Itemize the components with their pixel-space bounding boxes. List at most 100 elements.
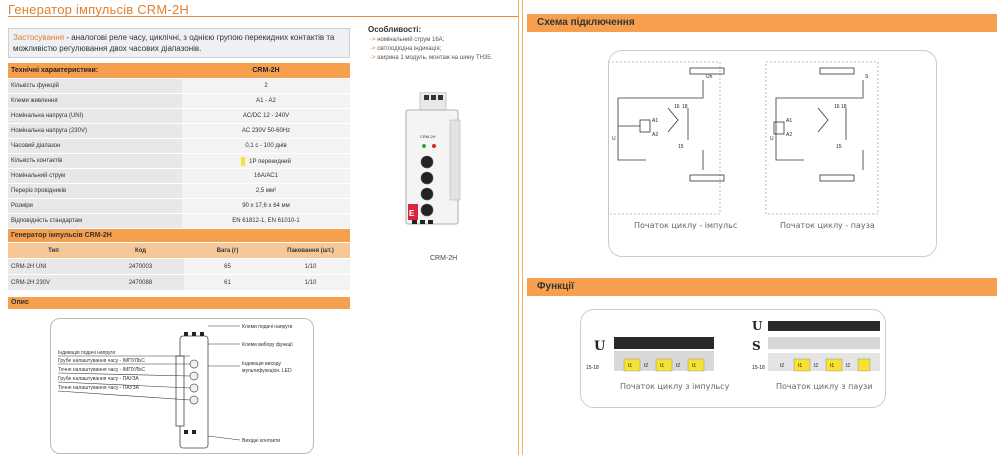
cell: 2470003 — [97, 258, 184, 275]
spec-value: EN 61812-1, EN 61010-1 — [182, 213, 350, 229]
t1-label: t1 — [830, 363, 834, 369]
opis-left-label: Точне налаштування часу - ІМПУЛЬС — [58, 367, 145, 373]
col-weight: Вага (г) — [184, 243, 271, 259]
feature-text: світлодіодна індикація; — [377, 46, 442, 52]
arrow-icon: -> — [370, 55, 376, 61]
term-a2-right: A2 — [786, 132, 792, 138]
term-a1-right: A1 — [786, 118, 792, 124]
title-divider — [8, 16, 518, 17]
specs-header-label: Технічні характеристики: — [8, 63, 182, 79]
opis-header: Опис — [8, 297, 350, 309]
func-right-u: U — [752, 319, 763, 333]
axis-label-left: 15-18 — [586, 365, 599, 371]
schema-section: Схема підключення — [527, 14, 997, 32]
feature-item: -> номінальний струм 16А; — [370, 37, 444, 43]
col-type: Тип — [8, 243, 97, 259]
opis-left-label: Індикація подачі напруги — [58, 350, 115, 356]
wiring-diagram: U A1 A2 16 18 15 Un U A1 A2 16 18 15 S П… — [608, 61, 879, 230]
opis-right-label: Вихідні контакти — [242, 438, 280, 444]
col-code: Код — [97, 243, 184, 259]
term-15: 15 — [678, 144, 684, 150]
application-label: Застосування — [13, 33, 65, 42]
schema-header: Схема підключення — [527, 14, 997, 32]
cell: CRM-2H UNI — [8, 258, 97, 275]
generator-header-row: Тип Код Вага (г) Паковання (шт.) — [8, 243, 350, 259]
functions-header: Функції — [527, 278, 997, 296]
opis-right-label: Клеми вибору функції — [242, 342, 293, 348]
spec-key: Відповідність стандартам — [8, 213, 182, 229]
brand-logo: E — [409, 209, 415, 218]
term-15-right: 15 — [836, 144, 842, 150]
func-caption-right: Початок циклу з паузи — [776, 382, 872, 391]
spec-value-text: 1Р перекидний — [249, 158, 291, 165]
term-16: 16 — [674, 104, 680, 110]
device-label: CRM-2H — [430, 255, 458, 262]
t2-label: t2 — [814, 363, 818, 369]
t2-label: t2 — [644, 363, 648, 369]
opis-left-label: Грубе налаштування часу - ІМПУЛЬС — [58, 358, 145, 364]
opis-right-label: Клеми подачі напруги — [242, 324, 293, 330]
feature-item: -> світлодіодна індикація; — [370, 46, 441, 52]
col-pack: Паковання (шт.) — [271, 243, 350, 259]
t2-label: t2 — [676, 363, 680, 369]
table-row: Номінальна напруга (UNI)AC/DC 12 - 240V — [8, 108, 350, 124]
generator-header: Генератор імпульсів CRM-2H — [8, 229, 350, 242]
term-s: S — [865, 74, 869, 80]
device-image: E CRM-2H — [405, 92, 461, 225]
opis-right-label: мультифункціон. LED — [242, 368, 292, 374]
term-u-right: U — [770, 136, 774, 142]
term-a2: A2 — [652, 132, 658, 138]
spec-key: Розміри — [8, 198, 182, 214]
application-box: Застосування - аналогові реле часу, цикл… — [8, 28, 350, 58]
table-row: CRM-2H 230V 2470088 61 1/10 — [8, 274, 350, 291]
spec-value: 90 x 17,6 x 64 мм — [182, 198, 350, 214]
page-title: Генератор імпульсів CRM-2H — [8, 2, 189, 17]
feature-text: номінальний струм 16А; — [377, 37, 445, 43]
generator-table: Тип Код Вага (г) Паковання (шт.) CRM-2H … — [8, 243, 350, 291]
spec-key: Переріз провідників — [8, 183, 182, 199]
cell: 1/10 — [271, 274, 350, 291]
opis-left-label: Точне налаштування часу - ПАУЗА — [58, 385, 140, 391]
term-18: 18 — [682, 104, 688, 110]
table-row: CRM-2H UNI 2470003 65 1/10 — [8, 258, 350, 275]
highlight-marker — [241, 156, 246, 166]
t1-label: t1 — [798, 363, 802, 369]
term-16-right: 16 — [834, 104, 840, 110]
spec-value: AC 230V 50-60Hz — [182, 123, 350, 139]
table-row: Номінальна напруга (230V)AC 230V 50-60Hz — [8, 123, 350, 139]
application-text: - аналогові реле часу, циклічні, з одніє… — [13, 33, 335, 53]
func-left-u: U — [594, 339, 606, 354]
func-right-s: S — [752, 339, 761, 353]
spec-key: Клеми живлення — [8, 93, 182, 109]
spec-key: Номінальна напруга (UNI) — [8, 108, 182, 124]
t1-label: t1 — [692, 363, 696, 369]
cell: 1/10 — [271, 258, 350, 275]
t2-label: t2 — [846, 363, 850, 369]
cell: CRM-2H 230V — [8, 274, 97, 291]
term-u: U — [612, 136, 616, 142]
spec-key: Кількість функцій — [8, 78, 182, 94]
functions-section: Функції — [527, 278, 997, 296]
spec-value: 2,5 мм² — [182, 183, 350, 199]
term-18-right: 18 — [841, 104, 847, 110]
arrow-icon: -> — [370, 37, 376, 43]
opis-left-label: Грубе налаштування часу - ПАУЗА — [58, 376, 139, 382]
spec-key: Номінальний струм — [8, 168, 182, 184]
spec-value: 16А/АС1 — [182, 168, 350, 184]
terminal-marks — [184, 332, 204, 434]
front-model: CRM-2H — [420, 134, 436, 139]
column-divider-right — [522, 0, 523, 455]
term-a1: A1 — [652, 118, 658, 124]
spec-value: 0,1 с - 100 днів — [182, 138, 350, 154]
t2-label: t2 — [780, 363, 784, 369]
spec-value: AC/DC 12 - 240V — [182, 108, 350, 124]
opis-right-label: Індикація виходу — [242, 361, 281, 367]
specs-table: Технічні характеристики: CRM-2H Кількіст… — [8, 63, 350, 229]
